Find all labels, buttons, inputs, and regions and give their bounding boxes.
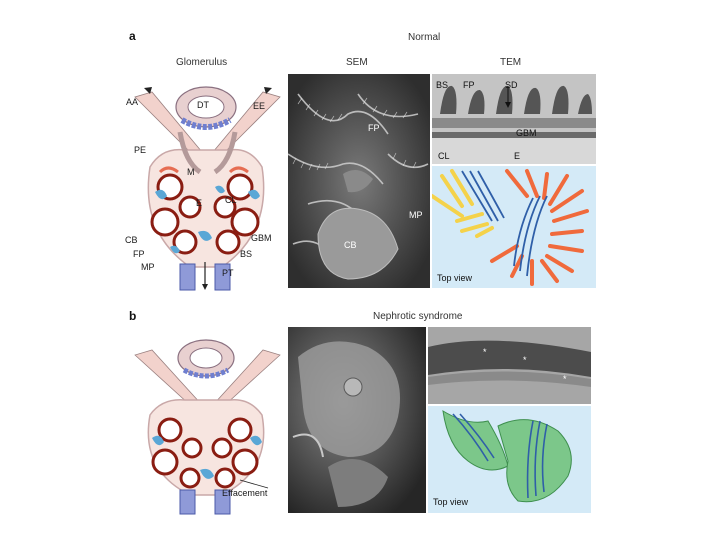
tem-label-CL: CL [438,151,450,161]
top-view-normal-diagram [432,166,596,288]
label-CL: CL [225,195,237,205]
label-CB: CB [125,235,138,245]
tem-micrograph-nephrotic: * * * [428,327,591,404]
label-EE: EE [253,101,266,111]
tem-micrograph-normal [432,74,596,164]
tem-label-SD: SD [505,80,518,90]
sem-column-title: SEM [346,57,368,68]
sem-label-MP: MP [409,210,423,220]
glomerulus-diagram-nephrotic [130,330,285,515]
glomerulus-column-title: Glomerulus [176,57,228,68]
panel-a-condition-title: Normal [408,32,441,43]
panel-b-letter: b [129,309,137,323]
sem-label-CB: CB [344,240,357,250]
label-PT: PT [222,268,234,278]
svg-text:*: * [483,347,487,357]
label-effacement: Effacement [222,488,268,498]
tem-label-BS: BS [436,80,449,90]
label-BS: BS [240,249,253,259]
label-AA: AA [126,97,139,107]
tem-label-E: E [514,151,521,161]
sem-micrograph-nephrotic [288,327,426,513]
label-GBM: GBM [251,233,272,243]
top-view-nephrotic-label: Top view [433,497,469,507]
sem-micrograph-normal [288,74,430,288]
glomerulus-diagram-normal [130,72,285,292]
top-view-normal-label: Top view [437,273,473,283]
label-PE: PE [134,145,147,155]
tem-label-GBM: GBM [516,128,537,138]
svg-text:*: * [563,374,567,384]
panel-b-condition-title: Nephrotic syndrome [373,311,463,322]
panel-a-letter: a [129,29,136,43]
tem-label-FP: FP [463,80,475,90]
label-E: E [196,198,203,208]
sem-label-FP: FP [368,123,380,133]
tem-column-title: TEM [500,57,522,68]
label-MP: MP [141,262,155,272]
svg-text:*: * [523,355,527,365]
label-FP: FP [133,249,145,259]
top-view-nephrotic-diagram [428,406,591,513]
label-DT: DT [197,100,209,110]
label-M: M [187,167,195,177]
